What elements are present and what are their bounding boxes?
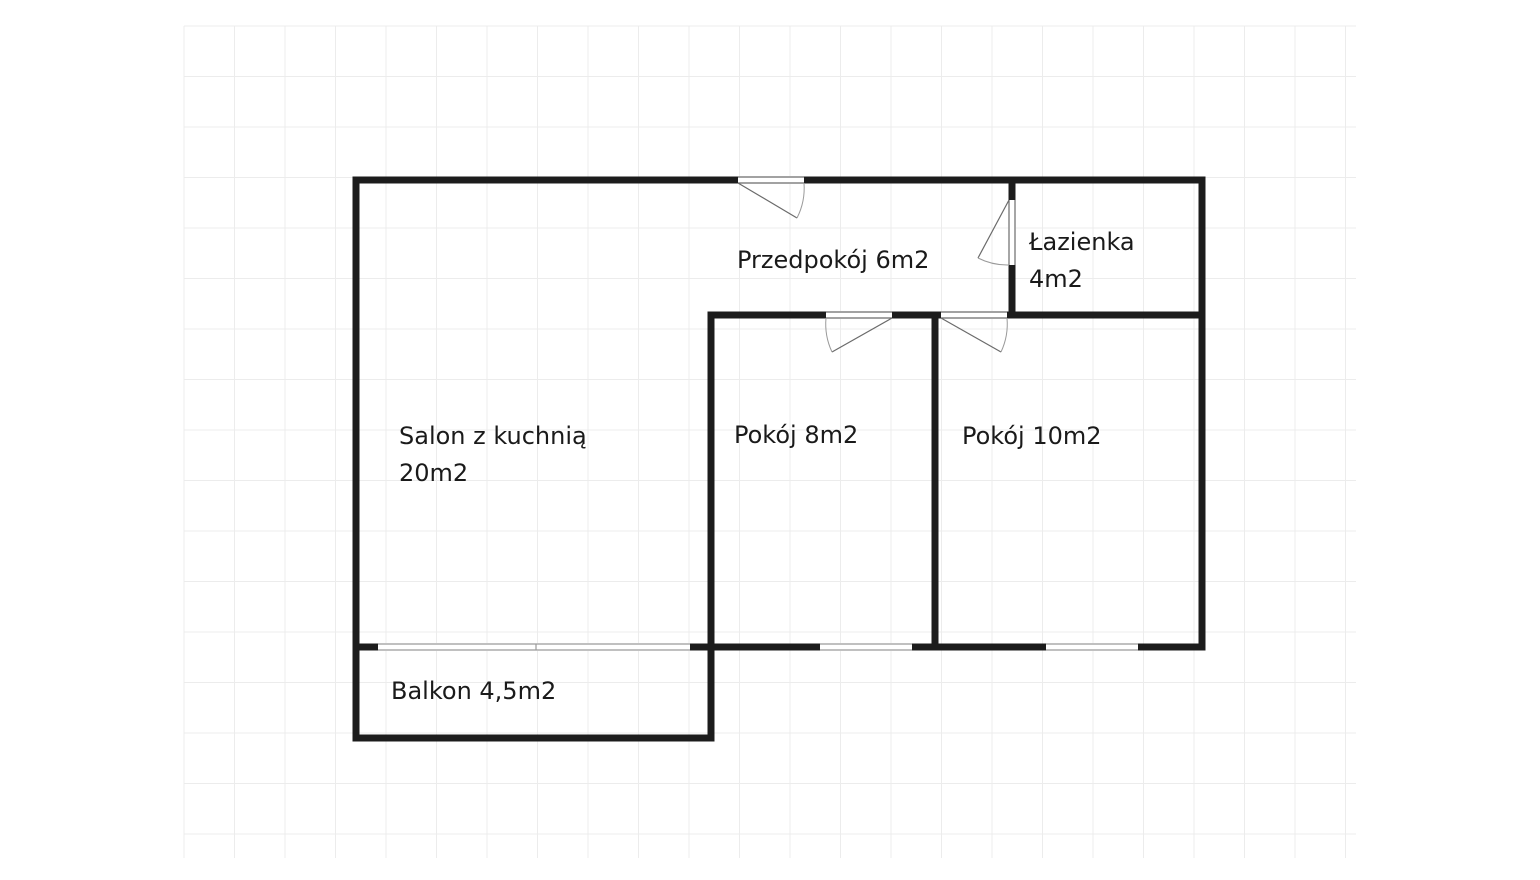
salon-label-line2: 20m2: [399, 459, 468, 487]
grid: [183, 25, 1356, 858]
salon-label-line1: Salon z kuchnią: [399, 422, 587, 450]
entrance-door: [737, 176, 805, 219]
bathroom-label-line2: 4m2: [1029, 265, 1083, 293]
large-room-door: [940, 311, 1008, 353]
room-labels: Salon z kuchnią 20m2 Przedpokój 6m2 Łazi…: [391, 228, 1135, 705]
balcony-window: [378, 643, 690, 651]
balcony-label: Balkon 4,5m2: [391, 677, 556, 705]
windows: [378, 643, 1138, 651]
window-large-room: [1046, 643, 1138, 651]
small-room-door: [825, 311, 893, 353]
hallway-label: Przedpokój 6m2: [737, 246, 929, 274]
doors: [737, 176, 1016, 353]
bathroom-door: [977, 199, 1016, 266]
small-room-label: Pokój 8m2: [734, 421, 858, 449]
rooms-top-wall: [707, 311, 1206, 742]
bathroom-label-line1: Łazienka: [1028, 228, 1135, 256]
large-room-label: Pokój 10m2: [962, 422, 1102, 450]
window-small-room: [820, 643, 912, 651]
